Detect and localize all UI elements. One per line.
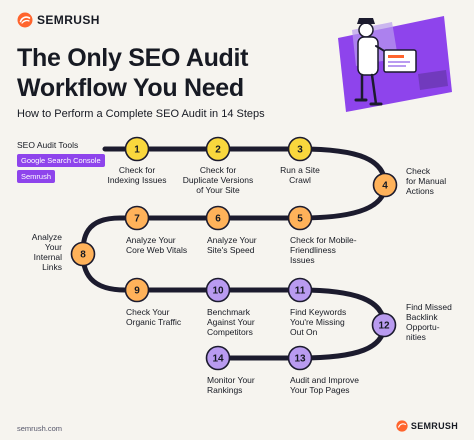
- step-number: 3: [297, 145, 303, 156]
- step-label-line: Friendliness: [290, 245, 336, 255]
- tool-chip-semrush: Semrush: [17, 170, 56, 183]
- step-label-line: Check for Mobile-: [290, 235, 357, 245]
- step-label-line: Competitors: [207, 327, 253, 337]
- semrush-flame-icon: [17, 12, 33, 28]
- brand-logo: SEMRUSH: [17, 12, 100, 28]
- step-circle: [205, 205, 231, 231]
- step-number: 10: [212, 286, 224, 297]
- step-number: 12: [378, 321, 390, 332]
- step-label-line: Audit and Improve: [290, 375, 359, 385]
- step-number: 8: [80, 250, 86, 261]
- step-circle: [287, 277, 313, 303]
- step-label-line: Check Your: [126, 307, 170, 317]
- step-label-line: Find Missed: [406, 302, 452, 312]
- step-label-line: Indexing Issues: [107, 175, 166, 185]
- subtitle: How to Perform a Complete SEO Audit in 1…: [17, 108, 265, 120]
- step-label-line: Opportu-: [406, 322, 440, 332]
- step-label-line: Check: [406, 166, 431, 176]
- semrush-flame-icon: [396, 420, 408, 432]
- step-circle: [205, 345, 231, 371]
- step-label-line: of Your Site: [196, 185, 240, 195]
- step-label-line: Organic Traffic: [126, 317, 182, 327]
- step-circle: [205, 136, 231, 162]
- step-label-line: Check for: [200, 165, 237, 175]
- step-label-line: Links: [42, 262, 62, 272]
- step-circle: [287, 136, 313, 162]
- step-circle: [371, 312, 397, 338]
- step-label-line: Actions: [406, 186, 434, 196]
- tool-chip-google-search-console: Google Search Console: [17, 154, 105, 167]
- step-label-line: Find Keywords: [290, 307, 346, 317]
- step-label-line: Benchmark: [207, 307, 251, 317]
- step-number: 13: [294, 354, 306, 365]
- step-circle: [287, 345, 313, 371]
- step-label-line: Against Your: [207, 317, 255, 327]
- footer-url: semrush.com: [17, 424, 63, 433]
- footer-brand: SEMRUSH: [396, 420, 458, 432]
- step-label-line: Duplicate Versions: [183, 175, 253, 185]
- footer-brand-name: SEMRUSH: [410, 421, 458, 431]
- step-label-line: Monitor Your: [207, 375, 255, 385]
- step-circle: [70, 241, 96, 267]
- tools-label: SEO Audit Tools: [17, 140, 79, 150]
- step-number: 14: [212, 354, 224, 365]
- step-label-line: Crawl: [289, 175, 311, 185]
- step-number: 6: [215, 214, 221, 225]
- title-line-2: Workflow You Need: [17, 74, 244, 102]
- step-number: 7: [134, 214, 140, 225]
- step-number: 11: [295, 286, 306, 297]
- step-label-line: Rankings: [207, 385, 242, 395]
- step-circle: [205, 277, 231, 303]
- step-label-line: Site's Speed: [207, 245, 255, 255]
- step-circle: [124, 205, 150, 231]
- step-label-line: You're Missing: [290, 317, 345, 327]
- step-number: 1: [134, 145, 140, 156]
- step-circle: [372, 172, 398, 198]
- person-with-laptop-illustration: [338, 16, 452, 112]
- step-label-line: Your Top Pages: [290, 385, 350, 395]
- step-label-line: Analyze Your: [126, 235, 176, 245]
- step-label-line: Check for: [119, 165, 156, 175]
- step-label-line: Backlink: [406, 312, 438, 322]
- step-label-line: Analyze: [32, 232, 63, 242]
- step-label-line: Internal: [34, 252, 62, 262]
- title-line-1: The Only SEO Audit: [17, 44, 249, 72]
- step-label-line: Out On: [290, 327, 318, 337]
- step-number: 4: [382, 181, 388, 192]
- step-label-line: Issues: [290, 255, 315, 265]
- step-number: 2: [215, 145, 221, 156]
- step-label-line: Your: [45, 242, 62, 252]
- step-circle: [124, 277, 150, 303]
- step-label-line: Core Web Vitals: [126, 245, 187, 255]
- page-title: The Only SEO Audit Workflow You Need: [17, 43, 248, 103]
- step-label-line: Analyze Your: [207, 235, 257, 245]
- step-circle: [287, 205, 313, 231]
- step-label-line: for Manual: [406, 176, 446, 186]
- brand-name: SEMRUSH: [37, 13, 100, 27]
- step-circle: [124, 136, 150, 162]
- step-label-line: Run a Site: [280, 165, 320, 175]
- step-label-line: nities: [406, 332, 426, 342]
- step-number: 9: [134, 286, 140, 297]
- step-number: 5: [297, 214, 303, 225]
